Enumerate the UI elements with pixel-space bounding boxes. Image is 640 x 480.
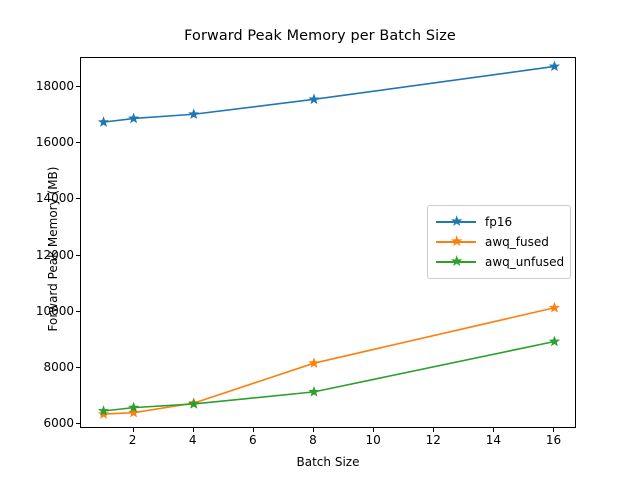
series-line: [102, 340, 556, 412]
x-tick-label: 6: [249, 433, 257, 447]
y-tick-mark: [76, 85, 80, 87]
legend-swatch-awq-unfused: ★: [436, 252, 476, 270]
legend: ★ fp16 ★ awq_fused ★ awq_unfused: [427, 205, 571, 279]
x-tick-label: 10: [365, 433, 381, 447]
y-tick-label: 10000: [35, 303, 74, 318]
y-tick-mark: [76, 367, 80, 369]
legend-label-fp16: fp16: [485, 215, 513, 229]
x-tick-label: 4: [188, 433, 197, 447]
series-awq_unfused: [97, 335, 561, 416]
legend-line-icon: [436, 261, 476, 263]
legend-line-icon: [436, 241, 476, 243]
y-tick-label: 12000: [35, 247, 74, 262]
star-marker-icon: [188, 398, 200, 409]
star-marker-icon: [128, 406, 140, 418]
y-tick-mark: [76, 310, 80, 312]
x-tick-mark: [192, 428, 194, 432]
x-tick-label: 14: [485, 433, 501, 447]
star-marker-icon: ★: [450, 232, 464, 250]
series-canvas: [97, 60, 561, 419]
legend-item-0[interactable]: ★ fp16: [436, 212, 562, 232]
x-tick-label: 2: [128, 433, 137, 447]
y-tick-label: 8000: [43, 360, 74, 375]
series-fp16: [97, 60, 561, 127]
star-marker-icon: [97, 405, 110, 416]
series-line: [102, 306, 556, 415]
y-tick-mark: [76, 142, 80, 144]
legend-item-1[interactable]: ★ awq_fused: [436, 232, 562, 252]
x-tick-mark: [312, 428, 314, 432]
x-tick-mark: [493, 428, 495, 432]
y-tick-mark: [76, 198, 80, 200]
star-marker-icon: [308, 93, 320, 105]
y-tick-label: 14000: [35, 191, 74, 206]
legend-label-awq-unfused: awq_unfused: [485, 255, 565, 269]
star-marker-icon: [548, 335, 561, 347]
star-marker-icon: [548, 60, 561, 72]
legend-item-2[interactable]: ★ awq_unfused: [436, 252, 565, 272]
legend-line-icon: [436, 221, 476, 223]
star-marker-icon: [548, 301, 561, 313]
legend-swatch-fp16: ★: [436, 212, 476, 230]
x-tick-label: 16: [545, 433, 562, 447]
y-tick-label: 6000: [43, 416, 74, 431]
legend-label-awq-fused: awq_fused: [485, 235, 549, 249]
x-tick-mark: [433, 428, 435, 432]
star-marker-icon: ★: [450, 252, 464, 270]
star-marker-icon: [308, 386, 320, 397]
y-tick-mark: [76, 254, 80, 256]
star-marker-icon: [188, 108, 200, 119]
x-tick-label: 12: [425, 433, 441, 447]
star-marker-icon: [128, 112, 140, 124]
star-marker-icon: ★: [450, 212, 464, 230]
y-tick-label: 18000: [35, 78, 74, 93]
star-marker-icon: [97, 116, 110, 127]
x-tick-mark: [553, 428, 555, 432]
y-tick-label: 16000: [35, 135, 74, 150]
series-awq_fused: [97, 301, 561, 419]
legend-swatch-awq-fused: ★: [436, 232, 476, 250]
x-tick-mark: [252, 428, 254, 432]
chart-title: Forward Peak Memory per Batch Size: [184, 28, 456, 44]
star-marker-icon: [97, 408, 110, 419]
x-axis-label: Batch Size: [296, 455, 360, 469]
x-tick-label: 8: [309, 433, 317, 447]
series-line: [102, 65, 556, 123]
y-tick-mark: [76, 423, 80, 425]
x-tick-mark: [373, 428, 375, 432]
star-marker-icon: [308, 357, 320, 368]
x-tick-mark: [132, 428, 134, 432]
star-marker-icon: [128, 401, 140, 413]
